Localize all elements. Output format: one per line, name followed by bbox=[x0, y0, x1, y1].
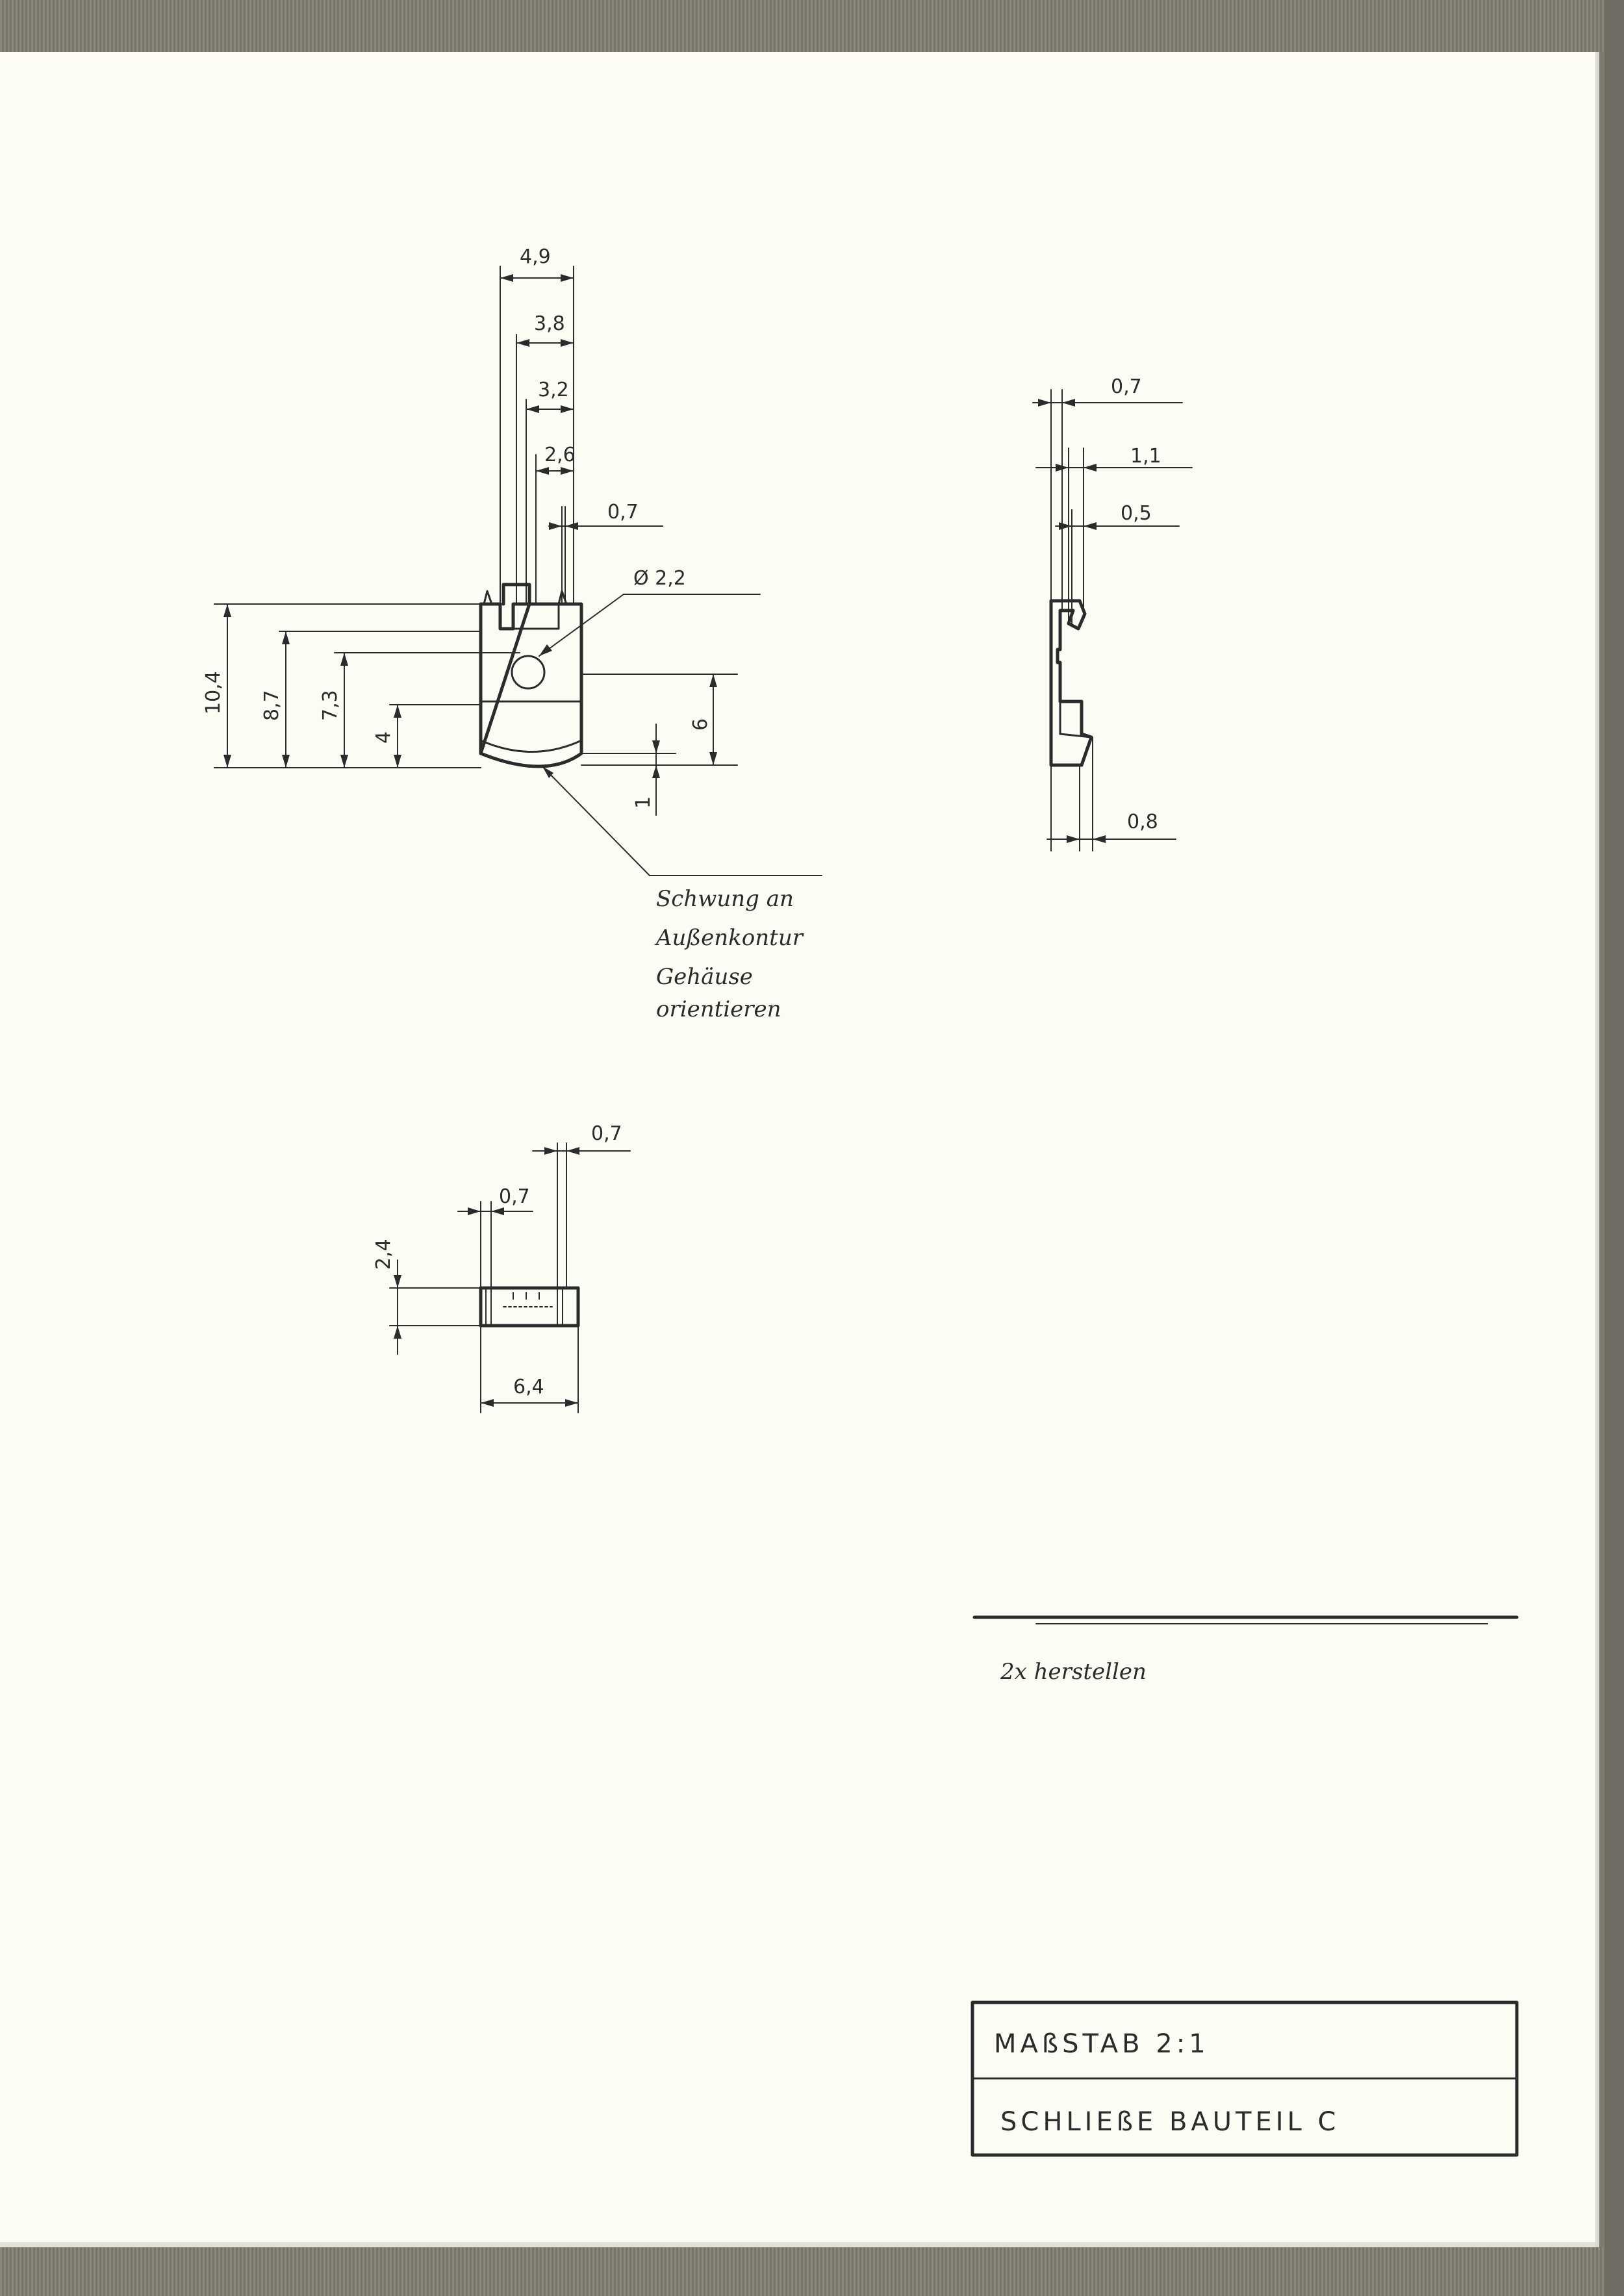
dim-thickness-1-1: 1,1 bbox=[1130, 445, 1161, 468]
dim-width-0-7: 0,7 bbox=[607, 501, 639, 524]
side-extension-lines bbox=[1050, 389, 1093, 852]
dim-top-6-4: 6,4 bbox=[513, 1376, 544, 1398]
front-right-arrows bbox=[652, 674, 717, 778]
dim-thickness-0-8: 0,8 bbox=[1127, 811, 1158, 833]
dim-top-2-4: 2,4 bbox=[372, 1239, 395, 1270]
dim-height-8-7: 8,7 bbox=[260, 690, 283, 721]
production-note-area: 2x herstellen bbox=[972, 1615, 1519, 1685]
title-block: MAßSTAB 2:1 SCHLIEßE BAUTEIL C bbox=[971, 2000, 1519, 2157]
dim-height-7-3: 7,3 bbox=[319, 690, 342, 721]
scan-backdrop-right bbox=[1605, 0, 1624, 2296]
dim-width-2-6: 2,6 bbox=[544, 444, 576, 466]
title-block-scale: MAßSTAB 2:1 bbox=[994, 2029, 1210, 2059]
side-view-step bbox=[1059, 733, 1093, 738]
front-diameter-leader bbox=[539, 594, 761, 657]
front-view: 4,9 3,8 3,2 2,6 0,7 Ø 2,2 bbox=[202, 246, 822, 1022]
front-note-leader bbox=[542, 766, 822, 876]
front-left-extension-lines bbox=[214, 603, 520, 768]
front-view-left-tab bbox=[483, 590, 493, 605]
front-left-arrows bbox=[223, 604, 401, 768]
scan-backdrop-top bbox=[0, 0, 1624, 52]
side-view: 0,7 1,1 0,5 0,8 bbox=[1032, 375, 1193, 852]
side-view-outline bbox=[1049, 599, 1093, 767]
dim-thickness-0-7: 0,7 bbox=[1111, 375, 1142, 398]
top-arrows bbox=[394, 1147, 579, 1407]
dim-width-3-8: 3,8 bbox=[534, 312, 565, 335]
production-note: 2x herstellen bbox=[1000, 1659, 1147, 1685]
top-view: 0,7 0,7 6,4 2,4 bbox=[372, 1122, 631, 1413]
dim-thickness-0-5: 0,5 bbox=[1121, 502, 1152, 525]
drawing-sheet bbox=[0, 52, 1599, 2247]
front-top-extension-lines bbox=[500, 266, 574, 605]
front-right-extension-lines bbox=[581, 674, 738, 766]
dim-top-0-7-left: 0,7 bbox=[499, 1185, 530, 1208]
note-line-3: Gehäuse bbox=[656, 964, 753, 990]
note-line-1: Schwung an bbox=[656, 886, 794, 912]
title-block-part-name: SCHLIEßE BAUTEIL C bbox=[1000, 2107, 1339, 2137]
dim-height-1: 1 bbox=[632, 796, 655, 809]
dim-height-10-4: 10,4 bbox=[202, 671, 225, 714]
top-view-details bbox=[485, 1287, 563, 1326]
front-top-arrows bbox=[500, 274, 578, 530]
top-extension-lines bbox=[389, 1142, 579, 1413]
scan-backdrop-bottom bbox=[0, 2247, 1624, 2296]
dim-width-3-2: 3,2 bbox=[538, 379, 569, 401]
dim-width-4-9: 4,9 bbox=[520, 246, 551, 268]
dim-diameter-2-2: Ø 2,2 bbox=[633, 567, 686, 590]
dim-height-4: 4 bbox=[372, 731, 395, 744]
dim-height-6: 6 bbox=[689, 718, 712, 731]
note-line-4: orientieren bbox=[656, 996, 781, 1022]
front-view-outline bbox=[479, 583, 583, 768]
front-view-slot bbox=[499, 603, 560, 630]
front-view-curve bbox=[479, 739, 583, 753]
front-top-dimension-lines bbox=[500, 277, 663, 527]
front-view-hole bbox=[511, 655, 546, 690]
front-right-dimension-lines bbox=[655, 674, 714, 816]
note-line-2: Außenkontur bbox=[654, 925, 804, 951]
side-arrows bbox=[1038, 399, 1106, 843]
dim-top-0-7-right: 0,7 bbox=[591, 1122, 622, 1145]
